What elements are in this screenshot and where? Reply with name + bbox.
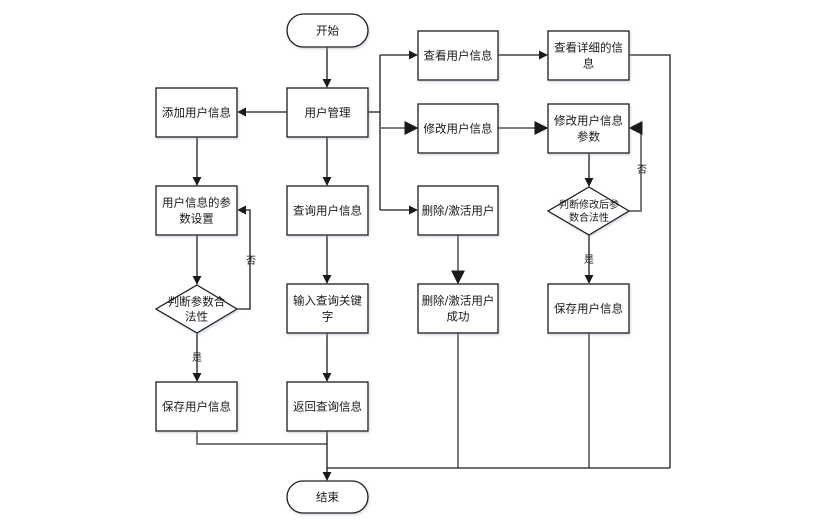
node-view-user: 查看用户信息: [417, 30, 499, 81]
delete-success-line2: 成功: [447, 310, 470, 324]
save-right-label: 保存用户信息: [554, 302, 623, 316]
label-no-left: 否: [246, 255, 256, 267]
edge-detail-rail: [629, 54, 671, 468]
decision-check-modify: 判断修改后参 数合法性: [546, 186, 631, 236]
edge-check-no-loop: [237, 205, 251, 310]
view-user-label: 查看用户信息: [424, 49, 493, 63]
delete-success-line1: 删除/激活用户: [422, 294, 495, 308]
node-add-user: 添加用户信息: [155, 87, 238, 138]
connectors: [192, 47, 671, 481]
decision-check-valid: 判断参数合 法性: [154, 284, 239, 334]
node-view-detail: 查看详细的信 息: [547, 30, 630, 81]
modify-user-label: 修改用户信息: [424, 122, 493, 136]
node-save-right: 保存用户信息: [547, 283, 630, 334]
label-yes-left: 是: [192, 352, 202, 364]
add-user-label: 添加用户信息: [162, 106, 231, 120]
node-save-left: 保存用户信息: [155, 381, 238, 432]
node-modify-param: 修改用户信息 参数: [547, 103, 630, 154]
view-detail-line2: 息: [583, 57, 595, 71]
user-mgmt-label: 用户管理: [305, 106, 351, 120]
label-no-right: 否: [637, 164, 647, 176]
param-setting-line2: 数设置: [179, 212, 214, 226]
node-input-keyword: 输入查询关键 字: [286, 283, 369, 334]
input-keyword-line2: 字: [322, 310, 334, 324]
delete-user-label: 删除/激活用户: [422, 204, 495, 218]
node-return-query: 返回查询信息: [286, 381, 369, 432]
label-yes-right: 是: [584, 254, 594, 266]
node-query-user: 查询用户信息: [286, 185, 369, 236]
check-modify-line2: 数合法性: [569, 211, 609, 224]
end-label: 结束: [316, 490, 339, 504]
check-valid-line1: 判断参数合: [168, 295, 226, 309]
start-label: 开始: [316, 24, 339, 38]
edge-save-left-merge: [196, 431, 327, 445]
query-user-label: 查询用户信息: [293, 204, 362, 218]
save-left-label: 保存用户信息: [162, 400, 231, 414]
end-terminal: 结束: [286, 480, 369, 514]
check-valid-line2: 法性: [185, 310, 208, 324]
check-modify-line1: 判断修改后参: [559, 198, 619, 211]
edge-check-modify-no-loop: [628, 121, 643, 212]
start-terminal: 开始: [286, 13, 369, 48]
node-delete-user: 删除/激活用户: [417, 185, 499, 236]
modify-param-line2: 参数: [577, 130, 600, 144]
view-detail-line1: 查看详细的信: [554, 41, 623, 55]
node-delete-success: 删除/激活用户 成功: [417, 283, 499, 334]
return-query-label: 返回查询信息: [293, 400, 362, 414]
node-param-setting: 用户信息的参 数设置: [155, 185, 238, 236]
input-keyword-line1: 输入查询关键: [293, 294, 362, 308]
modify-param-line1: 修改用户信息: [554, 114, 623, 128]
node-modify-user: 修改用户信息: [417, 103, 499, 154]
param-setting-line1: 用户信息的参: [162, 196, 231, 210]
node-user-mgmt: 用户管理: [286, 87, 369, 138]
